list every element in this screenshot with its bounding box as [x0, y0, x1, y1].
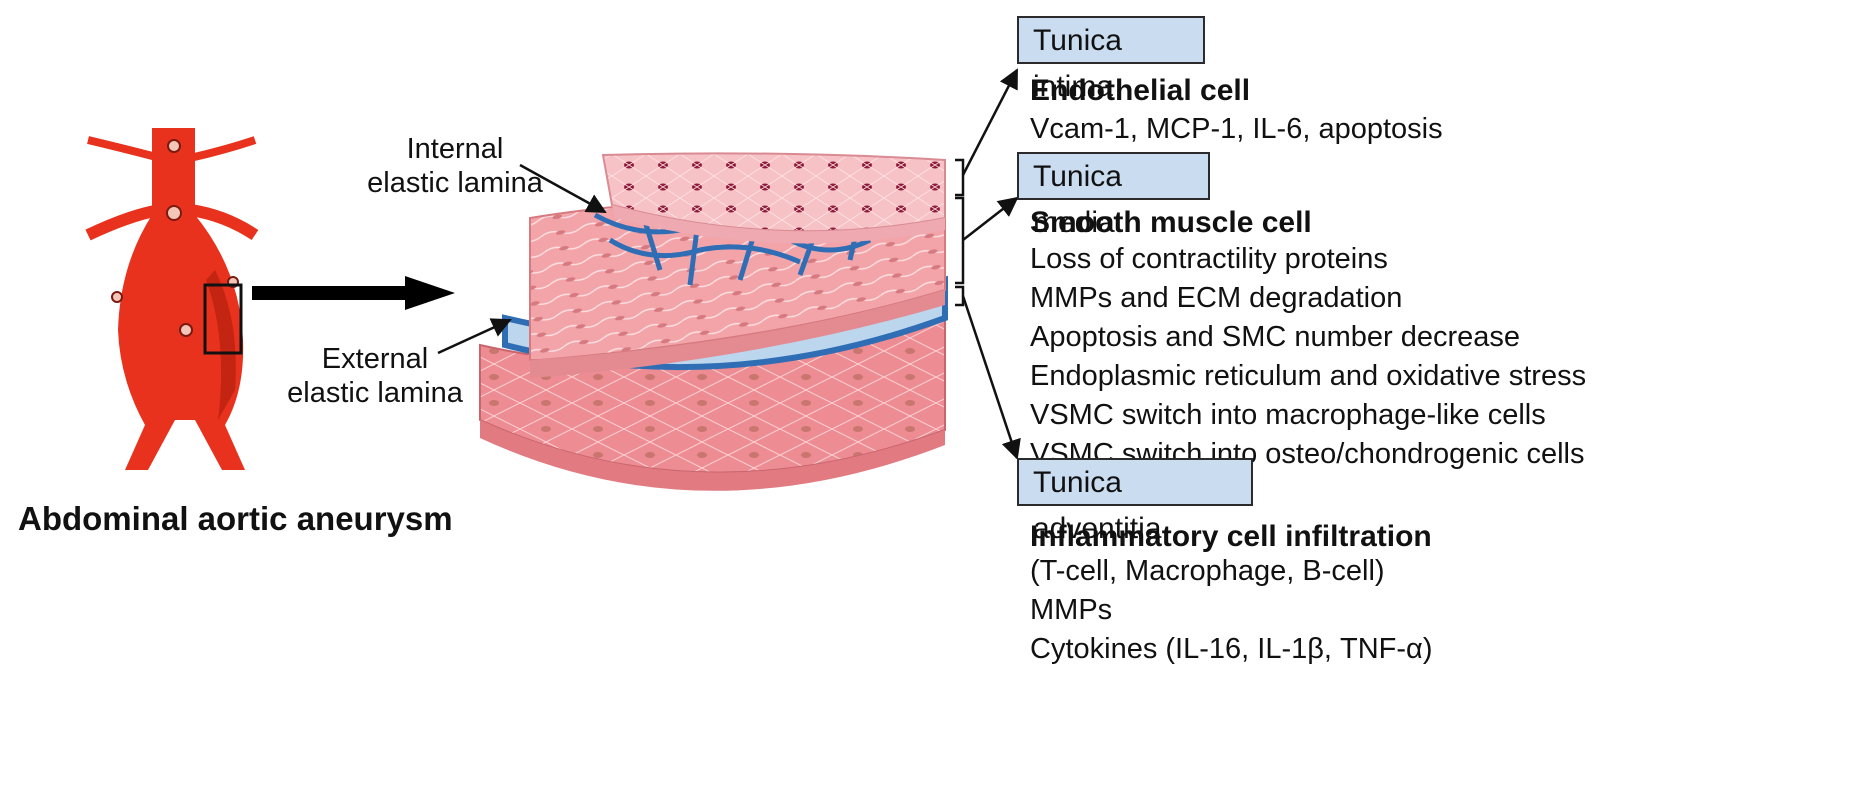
- tunica-intima-box: Tunica intima: [1017, 16, 1205, 103]
- adventitia-heading: Inflammatory cell infiltration: [1030, 520, 1432, 553]
- internal-lamina-label-line1: Internal: [406, 133, 504, 165]
- tunica-adventitia-box: Tunica adventitia: [1017, 458, 1253, 545]
- figure-title: Abdominal aortic aneurysm: [18, 500, 453, 537]
- renal-artery-left: [87, 136, 162, 162]
- ostium-3: [111, 291, 123, 303]
- intima-heading: Endothelial cell: [1030, 74, 1251, 107]
- arrow-to-media: [962, 196, 1019, 241]
- aneurysm-shading: [206, 270, 236, 420]
- adventitia-item: Cytokines (IL-16, IL-1β, TNF-α): [1030, 633, 1433, 665]
- adventitia-item: MMPs: [1030, 594, 1113, 626]
- adventitia-item: (T-cell, Macrophage, B-cell): [1030, 555, 1385, 587]
- external-lamina-pointer: [437, 318, 512, 355]
- media-item: Apoptosis and SMC number decrease: [1030, 321, 1521, 353]
- media-item: VSMC switch into macrophage-like cells: [1030, 399, 1546, 431]
- arrow-to-adventitia: [961, 295, 1021, 460]
- internal-lamina-label: Internal elastic lamina: [360, 132, 550, 200]
- media-items: Loss of contractility proteins MMPs and …: [1030, 240, 1586, 474]
- media-item: Endoplasmic reticulum and oxidative stre…: [1030, 360, 1587, 392]
- external-lamina-label-line2: elastic lamina: [287, 377, 463, 409]
- branch-artery-right: [189, 204, 259, 241]
- renal-artery-right: [189, 136, 257, 162]
- intima-item: Vcam-1, MCP-1, IL-6, apoptosis: [1030, 113, 1443, 145]
- ostium-1: [167, 139, 181, 153]
- aorta-body: [118, 128, 245, 470]
- arrow-to-intima: [961, 68, 1019, 176]
- internal-lamina-pointer: [519, 163, 607, 214]
- internal-lamina-label-line2: elastic lamina: [367, 167, 543, 199]
- media-item: MMPs and ECM degradation: [1030, 282, 1403, 314]
- ostium-2: [166, 205, 182, 221]
- ostium-5: [179, 323, 193, 337]
- bracket-intima: [955, 158, 965, 197]
- adventitia-items: (T-cell, Macrophage, B-cell) MMPs Cytoki…: [1030, 552, 1432, 669]
- bracket-adventitia: [955, 285, 965, 307]
- aorta-figure: [85, 128, 259, 470]
- big-arrow: [252, 276, 455, 310]
- external-lamina-label: External elastic lamina: [280, 342, 470, 410]
- vessel-wall-layers: [479, 152, 948, 491]
- media-heading: Smooth muscle cell: [1030, 206, 1312, 239]
- media-item: Loss of contractility proteins: [1030, 243, 1388, 275]
- bracket-media: [955, 196, 965, 285]
- external-lamina-label-line1: External: [321, 343, 429, 375]
- tunica-media-box: Tunica media: [1017, 152, 1210, 239]
- selection-box: [203, 283, 243, 355]
- layer-brackets: [955, 158, 965, 307]
